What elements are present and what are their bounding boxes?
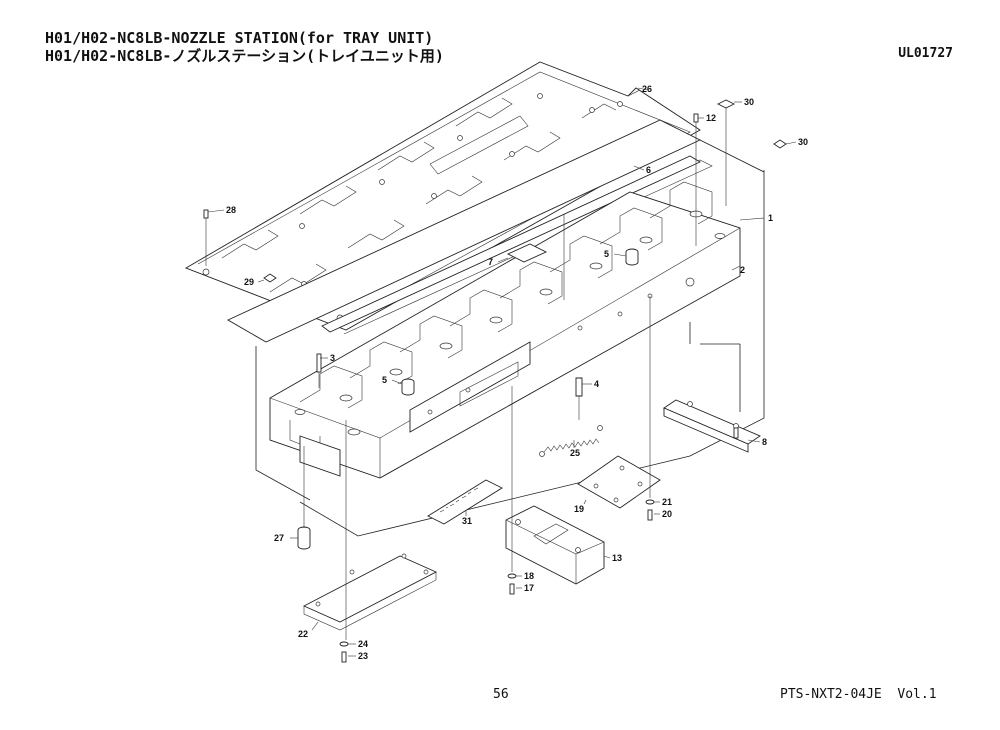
callout-26: 26 <box>642 84 652 94</box>
title-english: H01/H02-NC8LB-NOZZLE STATION(for TRAY UN… <box>45 29 434 47</box>
callout-30-right: 30 <box>798 137 808 147</box>
callout-1: 1 <box>768 213 773 223</box>
part-7-small-plate <box>506 243 548 263</box>
part-4-pin <box>575 377 583 420</box>
callout-2: 2 <box>740 265 745 275</box>
part-21-20-screw <box>645 499 655 521</box>
callout-12: 12 <box>706 113 716 123</box>
callout-5-left: 5 <box>382 375 387 385</box>
publication-reference: PTS-NXT2-04JE Vol.1 <box>780 687 937 702</box>
part-8-bracket <box>663 399 761 453</box>
part-22-bracket <box>302 553 438 631</box>
part-5-caps <box>401 248 639 396</box>
part-2-nozzle-station-body <box>269 181 741 479</box>
title-japanese: H01/H02-NC8LB-ノズルステーション(トレイユニット用) <box>45 47 444 65</box>
callout-labels: 26 12 30 30 6 1 2 28 29 7 5 5 3 4 8 25 1… <box>226 84 808 661</box>
callout-31: 31 <box>462 516 472 526</box>
callout-8: 8 <box>762 437 767 447</box>
part-25-spring <box>539 425 603 457</box>
part-1-assembly-frame <box>255 139 765 537</box>
callout-23: 23 <box>358 651 368 661</box>
part-18-17-screw <box>507 573 517 595</box>
part-26-cover-plate <box>184 61 701 331</box>
callout-3: 3 <box>330 353 335 363</box>
callout-19: 19 <box>574 504 584 514</box>
callout-21: 21 <box>662 497 672 507</box>
leader-lines <box>303 87 651 640</box>
callout-4: 4 <box>594 379 599 389</box>
callout-18: 18 <box>524 571 534 581</box>
callout-30-top: 30 <box>744 97 754 107</box>
callout-20: 20 <box>662 509 672 519</box>
part-19-plate <box>577 455 661 509</box>
document-id: UL01727 <box>898 46 953 61</box>
small-hardware <box>203 99 787 283</box>
callout-leaders <box>207 89 797 657</box>
callout-24: 24 <box>358 639 368 649</box>
part-3-pin <box>316 353 322 388</box>
callout-29: 29 <box>244 277 254 287</box>
callout-7: 7 <box>488 257 493 267</box>
page-number: 56 <box>493 687 509 702</box>
part-31-label <box>427 479 503 525</box>
callout-6: 6 <box>646 165 651 175</box>
callout-13: 13 <box>612 553 622 563</box>
part-24-23-screw <box>339 641 349 663</box>
callout-22: 22 <box>298 629 308 639</box>
nozzle-pockets <box>294 181 726 436</box>
callout-5-right: 5 <box>604 249 609 259</box>
callout-27: 27 <box>274 533 284 543</box>
part-13-block <box>505 505 605 585</box>
part-27-collar <box>297 526 311 550</box>
callout-17: 17 <box>524 583 534 593</box>
callout-25: 25 <box>570 448 580 458</box>
callout-28: 28 <box>226 205 236 215</box>
